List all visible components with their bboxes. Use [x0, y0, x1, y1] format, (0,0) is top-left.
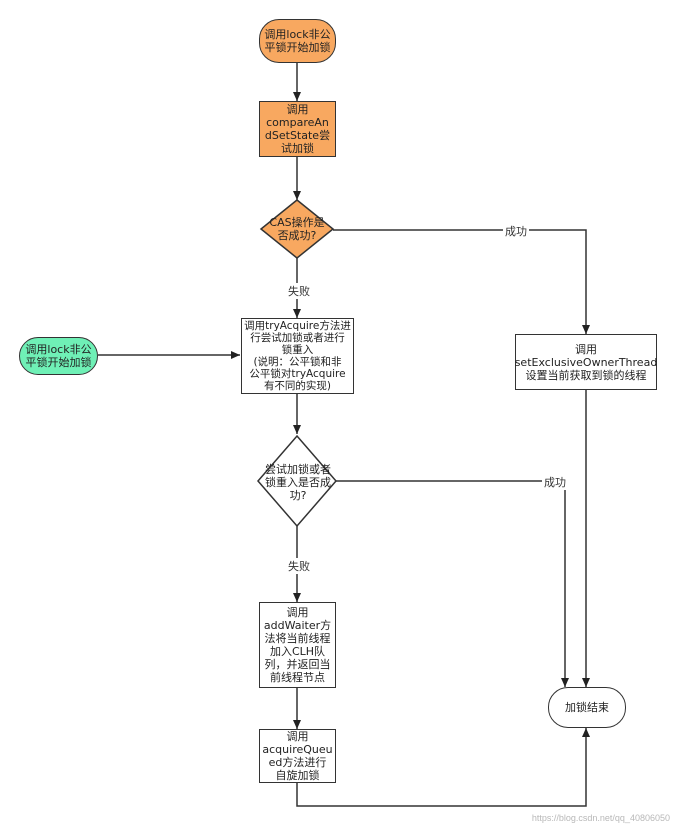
- cas-check-label: CAS操作是 否成功?: [269, 216, 325, 242]
- start-node: 调用lock非公 平锁开始加锁: [259, 19, 336, 63]
- add-waiter-node: 调用 addWaiter方 法将当前线程 加入CLH队 列，并返回当 前线程节点: [259, 602, 336, 688]
- edge-label-cas-success: 成功: [503, 223, 529, 239]
- cas-call-node: 调用 compareAn dSetState尝 试加锁: [259, 101, 336, 157]
- edge-queued-to-end: [296, 728, 590, 807]
- edge-label-try-fail: 失败: [286, 558, 312, 574]
- acquire-queued-node: 调用 acquireQueu ed方法进行 自旋加锁: [259, 729, 336, 783]
- fair-start-node: 调用lock非公 平锁开始加锁: [19, 337, 98, 375]
- edge-try-success: [333, 480, 569, 687]
- edge-label-try-success: 成功: [542, 474, 568, 490]
- set-owner-node: 调用 setExclusiveOwnerThread 设置当前获取到锁的线程: [515, 334, 657, 390]
- try-check-diamond: [257, 434, 337, 528]
- edge-cas-success: [333, 229, 590, 334]
- try-check-label: 尝试加锁或者 锁重入是否成 功?: [265, 462, 331, 502]
- cas-check-diamond: [259, 199, 335, 259]
- try-acquire-node: 调用tryAcquire方法进 行尝试加锁或者进行 锁重入 (说明：公平锁和非 …: [241, 318, 354, 394]
- watermark: https://blog.csdn.net/qq_40806050: [531, 813, 670, 823]
- edge-label-cas-fail: 失败: [286, 283, 312, 299]
- end-node: 加锁结束: [548, 687, 626, 728]
